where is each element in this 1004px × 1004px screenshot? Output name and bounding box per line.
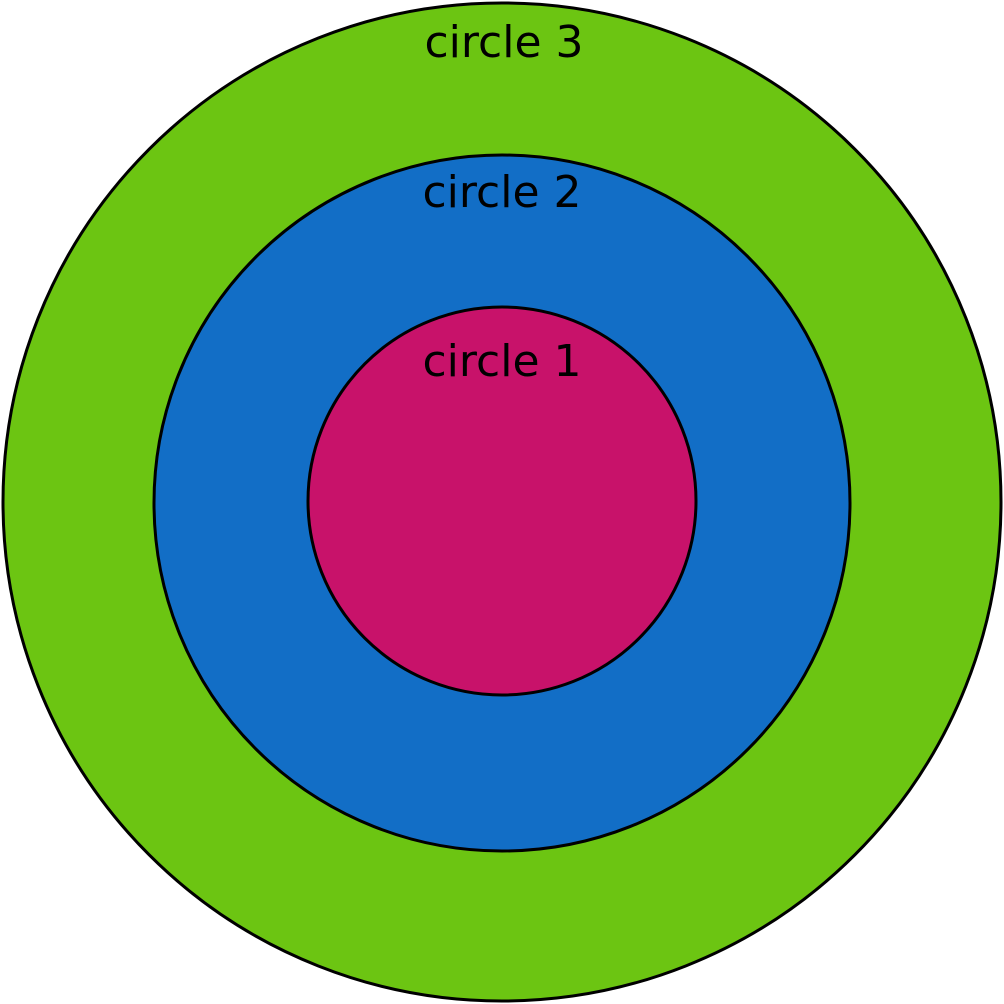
circle-3-label: circle 3 bbox=[424, 17, 583, 68]
circle-2-label: circle 2 bbox=[422, 167, 581, 218]
circle-1 bbox=[306, 305, 698, 697]
circle-1-label: circle 1 bbox=[422, 336, 581, 387]
